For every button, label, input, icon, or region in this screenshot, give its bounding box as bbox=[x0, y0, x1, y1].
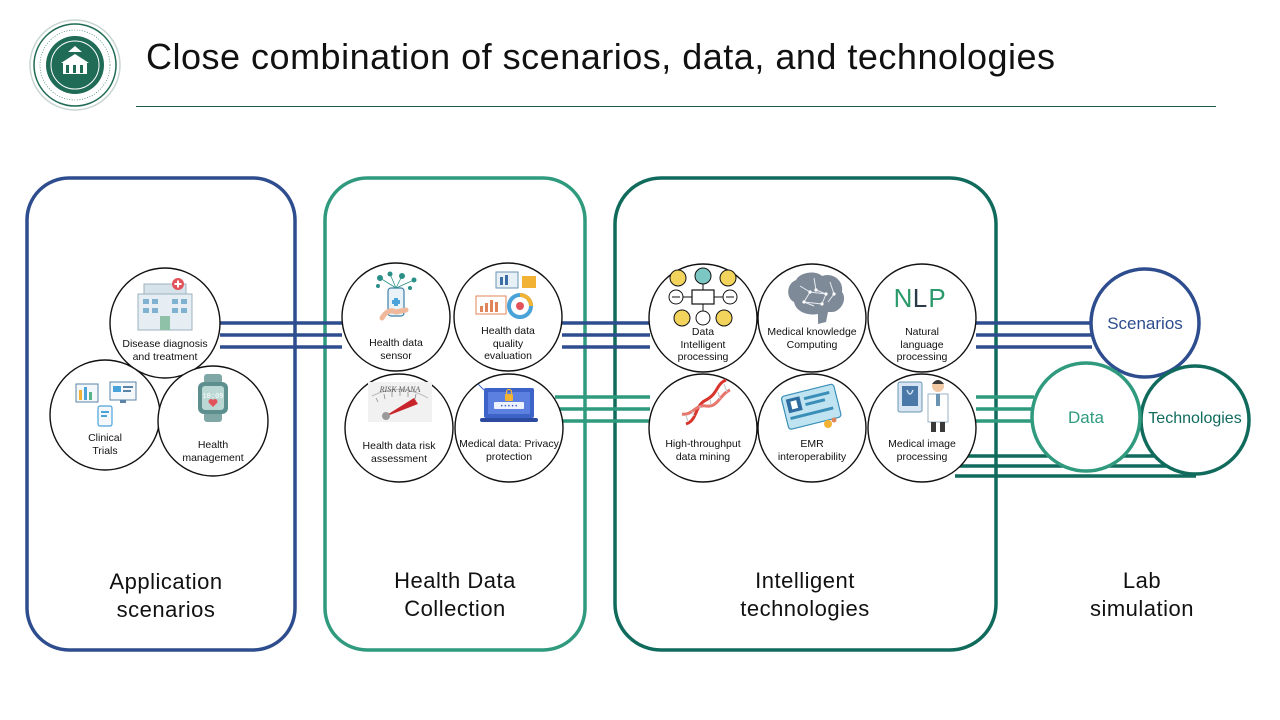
risk-gauge-icon: RISK MANA bbox=[368, 382, 432, 422]
svg-text:L: L bbox=[913, 283, 927, 313]
label-health-data-sensor: Health data sensor bbox=[369, 337, 423, 362]
connector-collection-to-technologies-teal bbox=[555, 395, 650, 423]
node-medical-image bbox=[867, 373, 977, 483]
nlp-icon: N L P bbox=[894, 283, 946, 313]
hospital-icon bbox=[137, 278, 193, 331]
svg-text:RISK MANA: RISK MANA bbox=[379, 385, 421, 394]
lab-simulation-label: Lab simulation bbox=[1089, 568, 1195, 621]
connector-tech-to-scenarios bbox=[976, 321, 1092, 349]
connector-tech-to-data bbox=[976, 395, 1034, 423]
panel-intelligent-technologies bbox=[613, 176, 998, 652]
label-privacy-protection: Medical data: Privacy protection bbox=[459, 438, 559, 463]
label-nlp: Natural language processing bbox=[896, 326, 948, 363]
node-quality-evaluation bbox=[453, 262, 563, 372]
svg-text:N: N bbox=[894, 283, 913, 313]
label-risk-assessment: Health data risk assessment bbox=[362, 440, 436, 465]
lab-circle-scenarios bbox=[1089, 267, 1201, 379]
panel-label-application-scenarios: Application scenarios bbox=[109, 569, 223, 622]
label-medical-image: Medical image processing bbox=[888, 438, 956, 463]
svg-text:10:09: 10:09 bbox=[202, 393, 223, 401]
label-disease-diagnosis: Disease diagnosis and treatment bbox=[122, 338, 208, 363]
panel-label-intelligent-technologies: Intelligent technologies bbox=[740, 568, 870, 621]
brain-icon bbox=[788, 272, 845, 324]
laptop-lock-icon: ••••• bbox=[477, 383, 538, 422]
connector-collection-to-technologies-navy bbox=[562, 321, 650, 349]
page-title: Close combination of scenarios, data, an… bbox=[146, 36, 1056, 77]
label-data-mining: High-throughput data mining bbox=[665, 438, 741, 463]
node-nlp bbox=[867, 263, 977, 373]
lab-circle-data bbox=[1030, 361, 1142, 473]
svg-text:P: P bbox=[928, 283, 945, 313]
svg-text:•••••: ••••• bbox=[500, 403, 518, 410]
node-health-data-sensor bbox=[341, 262, 451, 372]
panel-health-data-collection bbox=[323, 176, 587, 652]
label-knowledge-computing: Medical knowledge Computing bbox=[767, 326, 857, 351]
label-emr: EMR interoperability bbox=[777, 438, 847, 463]
emr-record-icon bbox=[780, 383, 842, 430]
university-seal-icon bbox=[29, 19, 121, 111]
label-clinical-trials: Clinical Trials bbox=[88, 432, 122, 457]
panel-application-scenarios bbox=[25, 176, 297, 652]
title-divider bbox=[136, 106, 1216, 107]
lab-label-scenarios: Scenarios bbox=[1107, 314, 1183, 333]
clinical-dashboard-icon bbox=[75, 381, 137, 427]
label-data-intelligent: Data Intelligent processing bbox=[677, 326, 729, 363]
dna-icon bbox=[681, 378, 731, 426]
phone-sensor-icon bbox=[376, 271, 417, 321]
smartwatch-icon: 10:09 bbox=[198, 374, 228, 422]
chart-evaluation-icon bbox=[475, 271, 536, 319]
lab-label-technologies: Technologies bbox=[1148, 410, 1242, 427]
panel-label-health-data-collection: Health Data Collection bbox=[394, 568, 516, 621]
label-quality-evaluation: Health data quality evaluation bbox=[481, 325, 535, 362]
connector-application-to-collection bbox=[220, 321, 342, 349]
label-health-management: Health management bbox=[182, 439, 244, 464]
doctor-image-icon bbox=[897, 380, 949, 432]
lab-label-data: Data bbox=[1068, 408, 1104, 427]
network-diagram-icon bbox=[668, 267, 738, 327]
node-privacy-protection bbox=[454, 373, 564, 483]
node-data-mining bbox=[648, 373, 758, 483]
